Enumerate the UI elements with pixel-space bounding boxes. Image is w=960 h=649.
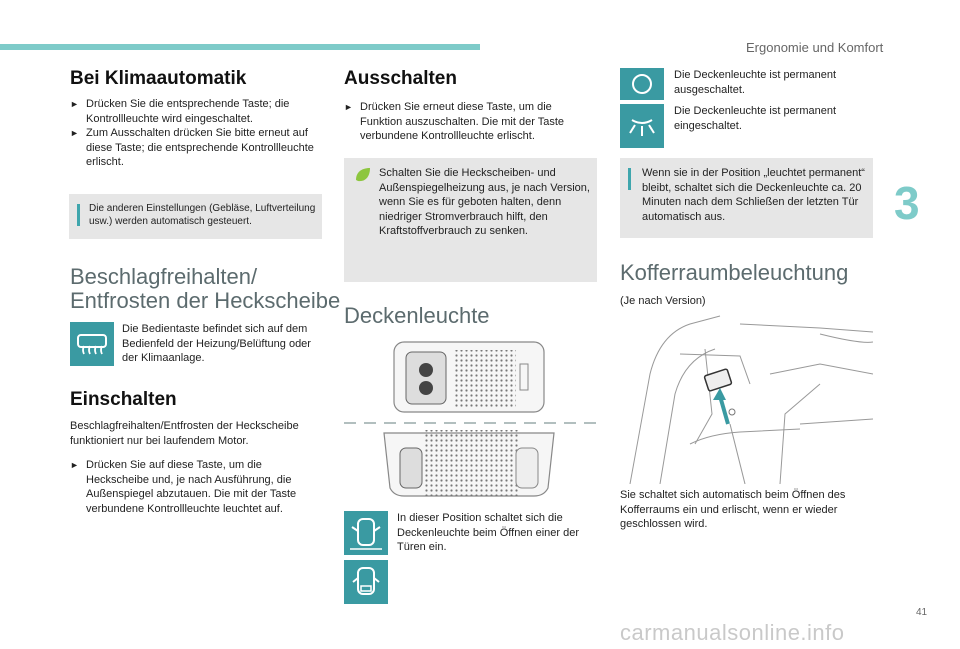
heading-ceiling-light: Deckenleuchte xyxy=(344,303,490,328)
door-mode-text: In dieser Position schaltet sich die Dec… xyxy=(397,512,580,553)
page-number: 41 xyxy=(916,607,928,618)
info-note-settings: Die anderen Einstellungen (Gebläse, Luft… xyxy=(69,194,322,239)
switch-on-bullet: ►Drücken Sie auf diese Taste, um die Hec… xyxy=(70,458,322,516)
switch-off-bullet: ►Drücken Sie erneut diese Taste, um die … xyxy=(344,100,596,144)
list-item: ►Zum Ausschalten drücken Sie bitte erneu… xyxy=(70,127,314,168)
header-accent-bar xyxy=(0,44,480,50)
info-icon xyxy=(77,204,80,226)
list-item: ►Drücken Sie auf diese Taste, um die Hec… xyxy=(70,459,297,515)
ceiling-light-illustration xyxy=(344,338,597,500)
eco-note-text: Schalten Sie die Heckscheiben- und Außen… xyxy=(379,167,590,237)
watermark-url: carmanualsonline.info xyxy=(620,620,845,645)
light-on-icon xyxy=(620,104,664,148)
light-off-icon xyxy=(620,68,664,100)
eco-note: Schalten Sie die Heckscheiben- und Außen… xyxy=(344,158,597,282)
version-note: (Je nach Version) xyxy=(620,295,706,307)
switch-on-text: Beschlagfreihalten/Entfrosten der Hecksc… xyxy=(70,420,299,447)
heading-trunk-light: Kofferraumbeleuchtung xyxy=(620,260,849,285)
note-text: Wenn sie in der Position „leuchtet perma… xyxy=(642,167,865,223)
light-off-text: Die Deckenleuchte ist permanent ausgesch… xyxy=(674,69,837,96)
list-item: ►Drücken Sie erneut diese Taste, um die … xyxy=(344,101,565,142)
heading-switch-off: Ausschalten xyxy=(344,68,457,89)
chapter-number: 3 xyxy=(894,177,920,229)
info-note-timeout: Wenn sie in der Position „leuchtet perma… xyxy=(620,158,873,238)
door-mode-icon xyxy=(344,511,388,555)
leaf-icon xyxy=(354,166,372,189)
rear-defrost-icon xyxy=(70,322,114,366)
list-item: ►Drücken Sie die entsprechende Taste; di… xyxy=(70,98,290,125)
heading-climate-auto: Bei Klimaautomatik xyxy=(70,68,247,89)
heading-rear-defrost: Beschlagfreihalten/ Entfrosten der Hecks… xyxy=(70,264,341,313)
defrost-icon-text: Die Bedientaste befindet sich auf dem Be… xyxy=(122,323,311,364)
trunk-light-caption: Sie schaltet sich automatisch beim Öffne… xyxy=(620,489,846,530)
section-title: Ergonomie und Komfort xyxy=(746,40,884,55)
light-on-text: Die Deckenleuchte ist permanent eingesch… xyxy=(674,105,837,132)
info-icon xyxy=(628,168,631,190)
door-mode-alt-icon xyxy=(344,560,388,604)
note-text: Die anderen Einstellungen (Gebläse, Luft… xyxy=(89,203,316,227)
trunk-illustration xyxy=(620,314,874,485)
heading-switch-on: Einschalten xyxy=(70,389,177,410)
climate-bullets: ►Drücken Sie die entsprechende Taste; di… xyxy=(70,97,322,170)
